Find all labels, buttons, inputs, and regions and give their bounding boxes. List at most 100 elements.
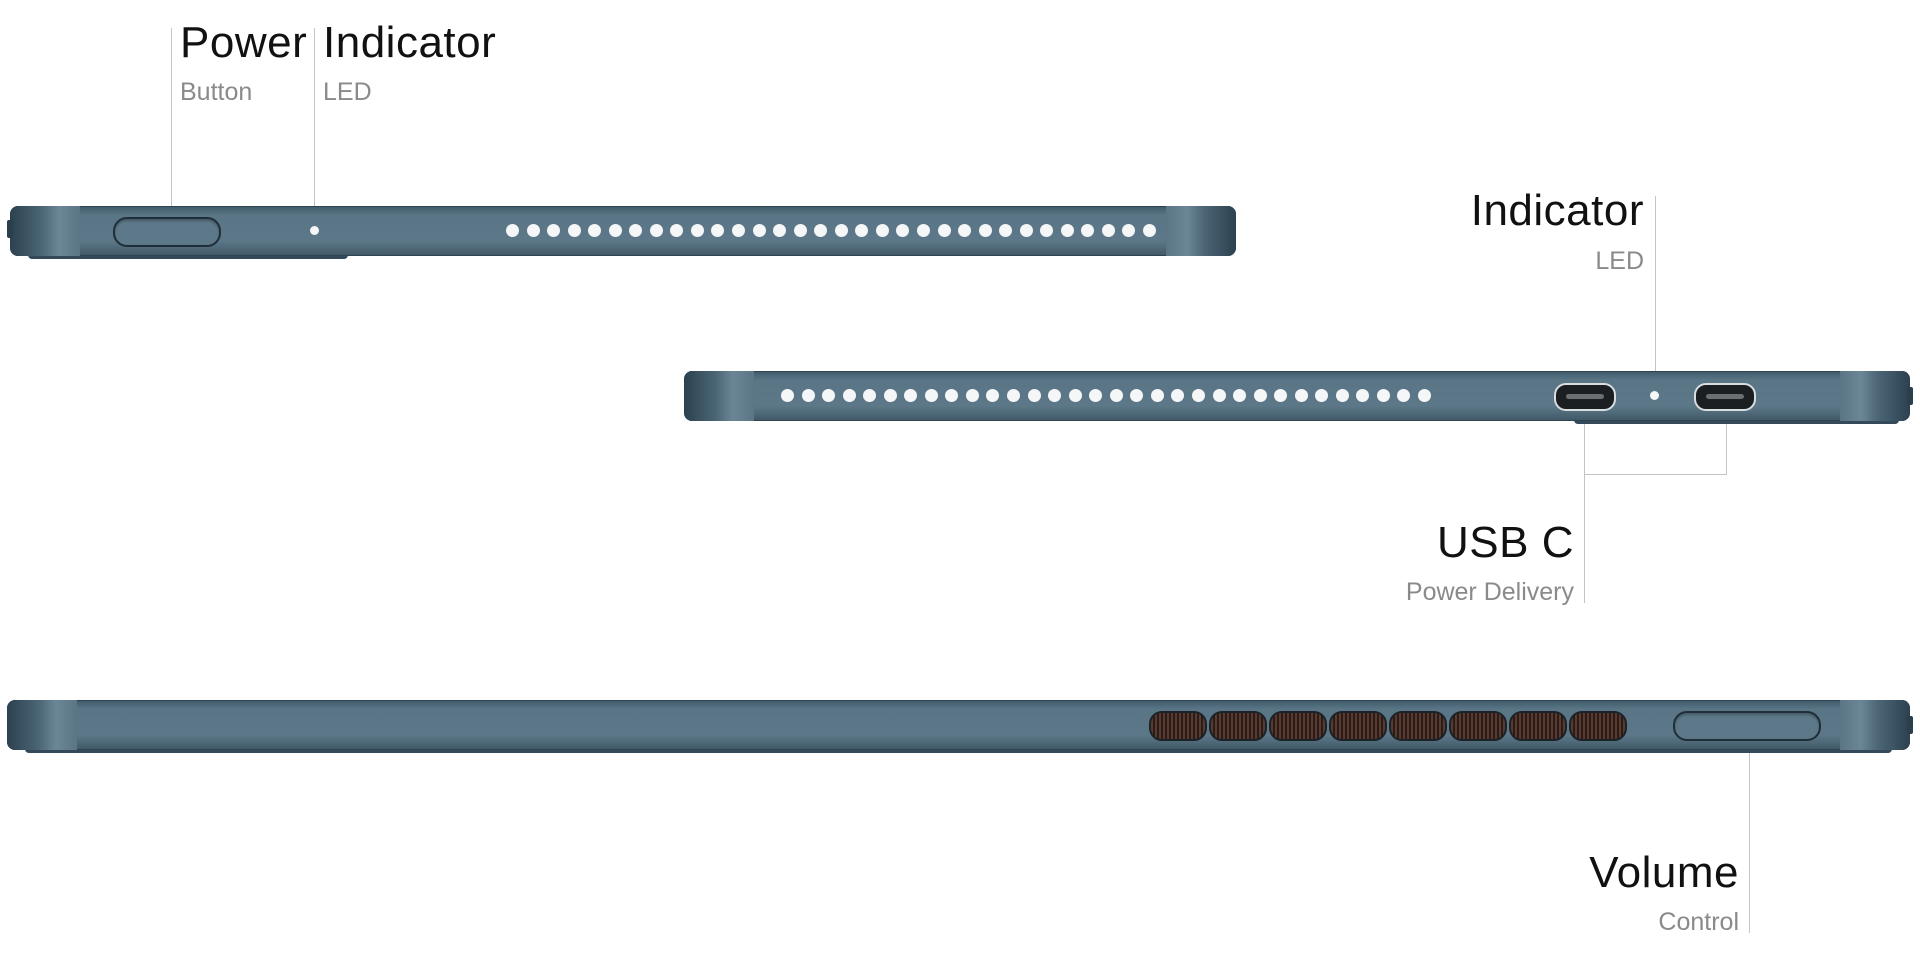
power-subtitle: Button xyxy=(180,78,253,106)
speaker-hole xyxy=(958,224,971,237)
speaker-hole xyxy=(527,224,540,237)
speaker-hole xyxy=(884,389,897,402)
speaker-hole xyxy=(904,389,917,402)
speaker-hole xyxy=(1397,389,1410,402)
speaker-grille-middle xyxy=(781,389,1431,403)
speaker-hole xyxy=(1377,389,1390,402)
speaker-hole xyxy=(979,224,992,237)
speaker-hole xyxy=(732,224,745,237)
indicator-middle-title: Indicator xyxy=(1470,186,1644,235)
speaker-hole xyxy=(925,389,938,402)
speaker-hole xyxy=(1040,224,1053,237)
speaker-hole xyxy=(1081,224,1094,237)
speaker-hole xyxy=(1418,389,1431,402)
device-top-left-cap xyxy=(10,206,80,256)
indicator-led-middle xyxy=(1650,391,1659,400)
device-bottom-right-cap xyxy=(1840,700,1910,750)
speaker-hole xyxy=(1089,389,1102,402)
vent-slot xyxy=(1389,711,1447,741)
speaker-hole xyxy=(609,224,622,237)
usb-c-subtitle: Power Delivery xyxy=(1405,578,1574,606)
vent-slot xyxy=(1509,711,1567,741)
speaker-hole xyxy=(1061,224,1074,237)
speaker-grille-top xyxy=(506,224,1156,238)
speaker-hole xyxy=(835,224,848,237)
speaker-hole xyxy=(506,224,519,237)
speaker-hole xyxy=(794,224,807,237)
volume-leader-line xyxy=(1749,733,1750,933)
speaker-hole xyxy=(1171,389,1184,402)
speaker-hole xyxy=(1192,389,1205,402)
speaker-hole xyxy=(753,224,766,237)
vent-slot xyxy=(1329,711,1387,741)
vent-slot xyxy=(1269,711,1327,741)
power-button xyxy=(113,217,221,247)
speaker-hole xyxy=(822,389,835,402)
speaker-hole xyxy=(1102,224,1115,237)
speaker-hole xyxy=(1213,389,1226,402)
indicator-top-leader-line xyxy=(314,28,315,224)
device-middle-right-cap xyxy=(1840,371,1910,421)
speaker-hole xyxy=(855,224,868,237)
speaker-hole xyxy=(843,389,856,402)
speaker-hole xyxy=(1274,389,1287,402)
speaker-hole xyxy=(1020,224,1033,237)
usb-c-title: USB C xyxy=(1437,518,1574,567)
speaker-hole xyxy=(588,224,601,237)
speaker-hole xyxy=(711,224,724,237)
speaker-hole xyxy=(876,224,889,237)
device-bottom-rim xyxy=(25,748,1892,753)
indicator-top-title: Indicator xyxy=(323,18,497,67)
usb-c-port-left xyxy=(1554,383,1616,411)
speaker-hole xyxy=(568,224,581,237)
volume-subtitle: Control xyxy=(1658,908,1739,936)
volume-control-button xyxy=(1673,711,1821,741)
speaker-hole xyxy=(1069,389,1082,402)
device-bottom-edge xyxy=(7,700,1913,760)
speaker-hole xyxy=(938,224,951,237)
speaker-hole xyxy=(1048,389,1061,402)
usb-c-leader-bracket xyxy=(1584,474,1727,475)
speaker-hole xyxy=(1110,389,1123,402)
speaker-hole xyxy=(917,224,930,237)
usb-c-leader-line-right xyxy=(1726,405,1727,475)
speaker-hole xyxy=(1336,389,1349,402)
speaker-hole xyxy=(1122,224,1135,237)
speaker-hole xyxy=(1315,389,1328,402)
speaker-hole xyxy=(773,224,786,237)
power-leader-line xyxy=(171,28,172,228)
device-top-rim xyxy=(28,254,348,259)
speaker-hole xyxy=(966,389,979,402)
usb-c-port-right xyxy=(1694,383,1756,411)
vent-row xyxy=(1149,711,1629,741)
speaker-hole xyxy=(802,389,815,402)
device-middle-edge xyxy=(684,371,1913,431)
speaker-hole xyxy=(691,224,704,237)
vent-slot xyxy=(1449,711,1507,741)
device-bottom-side-knob xyxy=(1907,716,1913,734)
power-title: Power xyxy=(180,18,308,67)
vent-slot xyxy=(1149,711,1207,741)
speaker-hole xyxy=(1295,389,1308,402)
device-middle-side-knob xyxy=(1907,387,1913,405)
usb-c-leader-line-left xyxy=(1584,405,1585,603)
speaker-hole xyxy=(986,389,999,402)
indicator-middle-subtitle: LED xyxy=(1595,247,1644,275)
speaker-hole xyxy=(863,389,876,402)
speaker-hole xyxy=(1143,224,1156,237)
device-middle-rim xyxy=(1574,419,1899,424)
device-top-right-cap xyxy=(1166,206,1236,256)
volume-title: Volume xyxy=(1589,848,1739,897)
speaker-hole xyxy=(1151,389,1164,402)
speaker-hole xyxy=(896,224,909,237)
device-top-edge xyxy=(7,206,1236,266)
speaker-hole xyxy=(1028,389,1041,402)
speaker-hole xyxy=(650,224,663,237)
speaker-hole xyxy=(1233,389,1246,402)
speaker-hole xyxy=(1130,389,1143,402)
speaker-hole xyxy=(814,224,827,237)
speaker-hole xyxy=(547,224,560,237)
speaker-hole xyxy=(1254,389,1267,402)
speaker-hole xyxy=(945,389,958,402)
indicator-led-top xyxy=(310,226,319,235)
